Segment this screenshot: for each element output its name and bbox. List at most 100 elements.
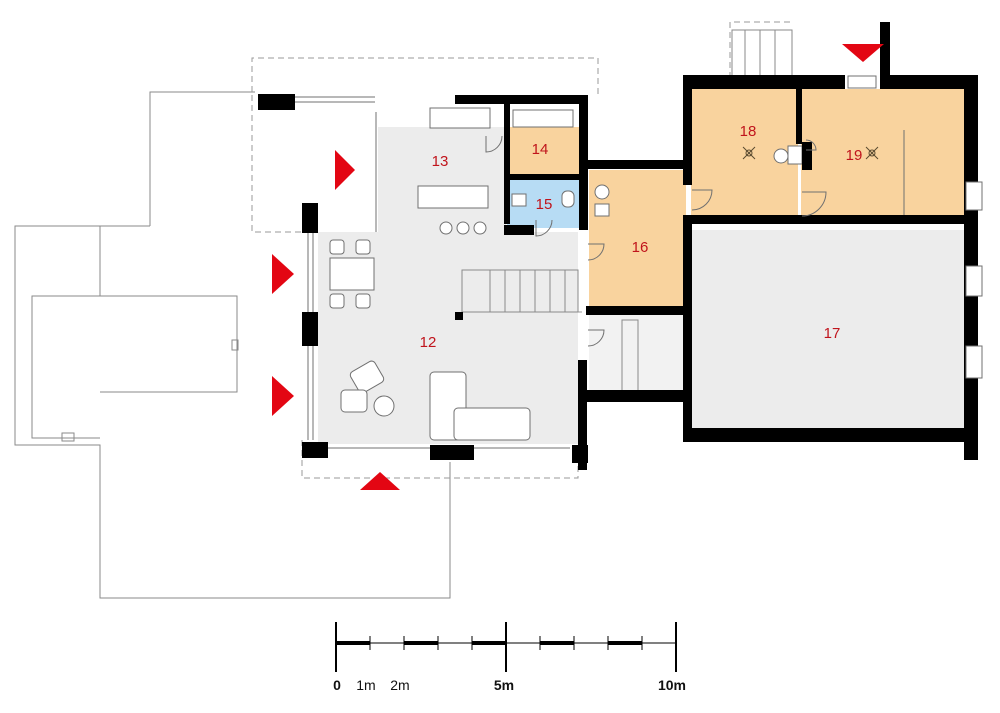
window-east-17-a bbox=[965, 265, 983, 297]
room-label-17: 17 bbox=[824, 325, 841, 342]
room-label-19: 19 bbox=[846, 147, 863, 164]
toilet-16 bbox=[594, 184, 610, 200]
pergola-outline-north bbox=[251, 57, 599, 95]
entrance-arrow-icon bbox=[360, 472, 400, 490]
wall-north-19 bbox=[880, 75, 978, 89]
entrance-arrow-icon bbox=[335, 150, 355, 190]
wall-south-17 bbox=[683, 428, 978, 442]
armchair bbox=[340, 389, 368, 413]
wall-south-16 bbox=[586, 306, 690, 315]
dining-chair bbox=[355, 293, 371, 309]
entrance-arrow-icon bbox=[272, 254, 294, 294]
room-labels: 12 13 14 15 16 17 18 19 bbox=[420, 123, 863, 351]
toilet-18 bbox=[773, 148, 789, 164]
scale-label-10m: 10m bbox=[658, 677, 686, 693]
wall-south-15 bbox=[504, 225, 534, 235]
boiler-18 bbox=[787, 145, 803, 165]
window-east-17-b bbox=[965, 345, 983, 379]
column-sw bbox=[302, 442, 328, 458]
bar-stool bbox=[439, 221, 453, 235]
room-14-fill bbox=[507, 127, 579, 177]
terrace-outline-inner2 bbox=[100, 295, 238, 393]
east-windows bbox=[847, 75, 983, 379]
site-outline bbox=[14, 91, 451, 599]
wall-north-16 bbox=[588, 160, 686, 169]
scale-label-5m: 5m bbox=[494, 677, 514, 693]
door-13 bbox=[485, 135, 503, 153]
entrance-arrows bbox=[272, 44, 884, 490]
room-label-12: 12 bbox=[420, 334, 437, 351]
wall-north-18 bbox=[683, 75, 845, 89]
room-label-15: 15 bbox=[536, 196, 553, 213]
door-19 bbox=[805, 139, 817, 151]
light-icon-18 bbox=[742, 146, 756, 160]
door-16-east bbox=[691, 189, 713, 211]
column-se bbox=[572, 445, 588, 463]
entrance-arrow-icon bbox=[272, 376, 294, 416]
armchair bbox=[349, 360, 385, 394]
wall-north-13 bbox=[455, 95, 585, 104]
room-19-fill bbox=[801, 89, 966, 215]
scale-label-2m: 2m bbox=[390, 677, 409, 693]
sink-15 bbox=[511, 193, 527, 207]
doors bbox=[485, 135, 827, 347]
kitchen-island bbox=[417, 185, 489, 209]
column-stair bbox=[455, 312, 463, 320]
column-north-stair bbox=[880, 22, 890, 77]
column-nw bbox=[302, 203, 318, 233]
sink-16 bbox=[594, 203, 610, 217]
north-stair bbox=[731, 29, 793, 79]
scale-bar: 0 1m 2m 5m 10m bbox=[333, 622, 686, 693]
terrace-outline-inner bbox=[31, 226, 101, 439]
stair-outline-north bbox=[729, 21, 790, 78]
light-icon-19 bbox=[865, 146, 879, 160]
window-north-18 bbox=[847, 75, 877, 89]
wall-corridor-south bbox=[586, 390, 690, 402]
terrace-outline-mid bbox=[14, 225, 451, 599]
sofa-seat bbox=[453, 407, 531, 441]
column-s bbox=[430, 445, 474, 460]
door-18 bbox=[801, 191, 827, 217]
wall-east-16-b bbox=[683, 215, 692, 440]
boiler-column bbox=[802, 142, 812, 170]
terrace-step bbox=[231, 339, 239, 351]
bar-stool bbox=[456, 221, 470, 235]
room-label-14: 14 bbox=[532, 141, 549, 158]
terrace-outline-upper bbox=[149, 91, 255, 226]
scale-label-0: 0 bbox=[333, 677, 341, 693]
dining-chair bbox=[329, 239, 345, 255]
window-east-19 bbox=[965, 181, 983, 211]
dining-table bbox=[329, 257, 375, 291]
entrance-arrow-icon bbox=[842, 44, 884, 62]
pergola-outline-west bbox=[251, 95, 305, 233]
room-17-fill bbox=[691, 230, 966, 428]
door-15 bbox=[535, 219, 553, 237]
wall-between-17-18 bbox=[692, 215, 967, 224]
room-13-fill bbox=[378, 127, 506, 232]
dining-chair bbox=[329, 293, 345, 309]
room-label-16: 16 bbox=[632, 239, 649, 256]
furniture bbox=[329, 107, 803, 441]
wall-east-14 bbox=[579, 95, 588, 230]
light-markers bbox=[742, 146, 879, 160]
coffee-table bbox=[373, 395, 395, 417]
scale-bar-minor-ticks bbox=[369, 636, 643, 650]
room-label-18: 18 bbox=[740, 123, 757, 140]
toilet-15 bbox=[561, 190, 575, 208]
door-16-hall bbox=[587, 243, 605, 261]
scale-label-1m: 1m bbox=[356, 677, 375, 693]
wall-14-15 bbox=[504, 174, 584, 180]
door-corridor bbox=[587, 329, 605, 347]
column-w bbox=[302, 312, 318, 346]
scale-bar-segments bbox=[336, 641, 642, 645]
wall-east-16-a bbox=[683, 75, 692, 185]
bar-stool bbox=[473, 221, 487, 235]
wall-north-west bbox=[258, 94, 295, 110]
wall-west-corridor bbox=[578, 360, 587, 470]
cabinet-14 bbox=[512, 109, 574, 128]
room-label-13: 13 bbox=[432, 153, 449, 170]
wall-13-14 bbox=[504, 104, 510, 224]
wall-18-19 bbox=[796, 89, 802, 144]
dining-chair bbox=[355, 239, 371, 255]
